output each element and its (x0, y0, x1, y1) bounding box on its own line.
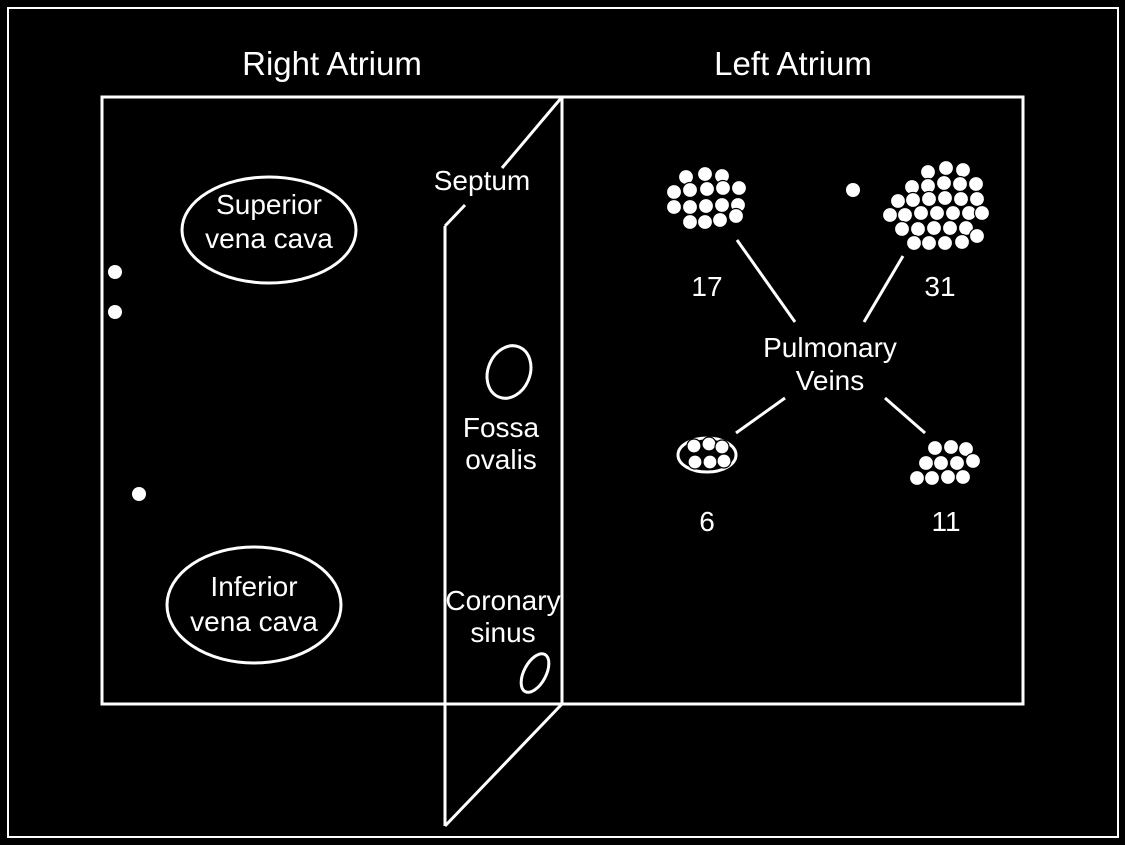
vein-dot (967, 175, 985, 193)
vein-count-upper-left: 17 (691, 271, 722, 302)
vein-dot (681, 181, 699, 199)
septum-plane (443, 96, 564, 828)
vein-dot (935, 174, 953, 192)
vein-dot (954, 161, 972, 179)
vein-dot (713, 196, 731, 214)
left-atrium-title: Left Atrium (714, 45, 872, 82)
right-atrium-dot (108, 265, 122, 279)
vein-dot (665, 198, 683, 216)
right-atrium-dot (132, 487, 146, 501)
vein-dot (920, 190, 938, 208)
vein-dot (696, 165, 714, 183)
vein-dot (730, 179, 748, 197)
inferior-vena-cava-label-line2: vena cava (190, 606, 318, 637)
connector-lower-left (735, 396, 786, 435)
vein-dot (941, 219, 959, 237)
vein-dot (968, 190, 986, 208)
vein-dot (905, 234, 923, 252)
vein-dot (714, 439, 730, 455)
vein-dot (917, 454, 935, 472)
vein-dot (687, 454, 703, 470)
right-atrium-dot (108, 305, 122, 319)
fossa-ovalis-label-line2: ovalis (465, 444, 537, 475)
pulmonary-vein-cluster-upper-right (881, 159, 991, 252)
vein-dot (909, 220, 927, 238)
connector-lower-right (884, 396, 926, 435)
coronary-sinus-outline (519, 652, 551, 694)
pulmonary-vein-cluster-upper-left (665, 165, 748, 231)
vein-dot (926, 439, 944, 457)
vein-dot (908, 469, 926, 487)
vein-dot (944, 204, 962, 222)
vein-dot (954, 468, 972, 486)
coronary-sinus-label-line2: sinus (470, 617, 535, 648)
vein-dot (953, 233, 971, 251)
vein-dot (925, 219, 943, 237)
connector-upper-right (862, 255, 905, 323)
septum-label: Septum (434, 165, 531, 196)
pulmonary-veins-label-line1: Pulmonary (763, 332, 897, 363)
vein-dot (923, 469, 941, 487)
vein-dot (665, 183, 683, 201)
pulmonary-vein-cluster-lower-right (908, 438, 982, 487)
superior-vena-cava-label-line2: vena cava (205, 223, 333, 254)
vein-dot (896, 206, 914, 224)
connector-upper-left (735, 239, 797, 323)
pulmonary-veins-label-line2: Veins (796, 365, 865, 396)
vein-dot (928, 204, 946, 222)
vein-dot (716, 453, 732, 469)
vein-dot (893, 220, 911, 238)
vein-dot (881, 206, 899, 224)
fossa-ovalis-outline (485, 344, 533, 400)
vein-dot (973, 204, 991, 222)
vein-dot (686, 438, 702, 454)
vein-dot (937, 159, 955, 177)
vein-dot (711, 211, 729, 229)
vein-dot (904, 191, 922, 209)
vein-count-upper-right: 31 (924, 271, 955, 302)
vein-count-lower-left: 6 (699, 506, 715, 537)
vein-dot (948, 454, 966, 472)
right-atrium-title: Right Atrium (242, 45, 422, 82)
vein-dot (701, 436, 717, 452)
pulmonary-vein-cluster-lower-left (676, 436, 738, 474)
outer-frame (7, 7, 1119, 838)
vein-dot (681, 198, 699, 216)
vein-dot (912, 204, 930, 222)
vein-dot (697, 197, 715, 215)
superior-vena-cava-outline (180, 175, 358, 285)
vein-dot (702, 454, 718, 470)
vein-dot (951, 175, 969, 193)
vein-dot (681, 213, 699, 231)
vein-dot (696, 213, 714, 231)
vein-dot (714, 179, 732, 197)
vein-dot (932, 454, 950, 472)
vein-dot (964, 452, 982, 470)
coronary-sinus-label-line1: Coronary (445, 585, 560, 616)
vein-dot (698, 180, 716, 198)
vein-dot (952, 190, 970, 208)
vein-dot (920, 234, 938, 252)
vein-dot (968, 227, 986, 245)
vein-dot (942, 438, 960, 456)
vein-dot (889, 192, 907, 210)
vein-dot (936, 189, 954, 207)
vein-dot (919, 163, 937, 181)
vein-count-lower-right: 11 (931, 506, 960, 537)
inferior-vena-cava-outline (165, 545, 343, 665)
left-atrium-stray-dot (846, 183, 860, 197)
vein-dot (936, 234, 954, 252)
inferior-vena-cava-label-line1: Inferior (210, 571, 297, 602)
vein-dot (727, 207, 745, 225)
vein-dot (957, 440, 975, 458)
vein-dot (939, 468, 957, 486)
fossa-ovalis-label-line1: Fossa (463, 412, 540, 443)
superior-vena-cava-label-line1: Superior (216, 189, 322, 220)
